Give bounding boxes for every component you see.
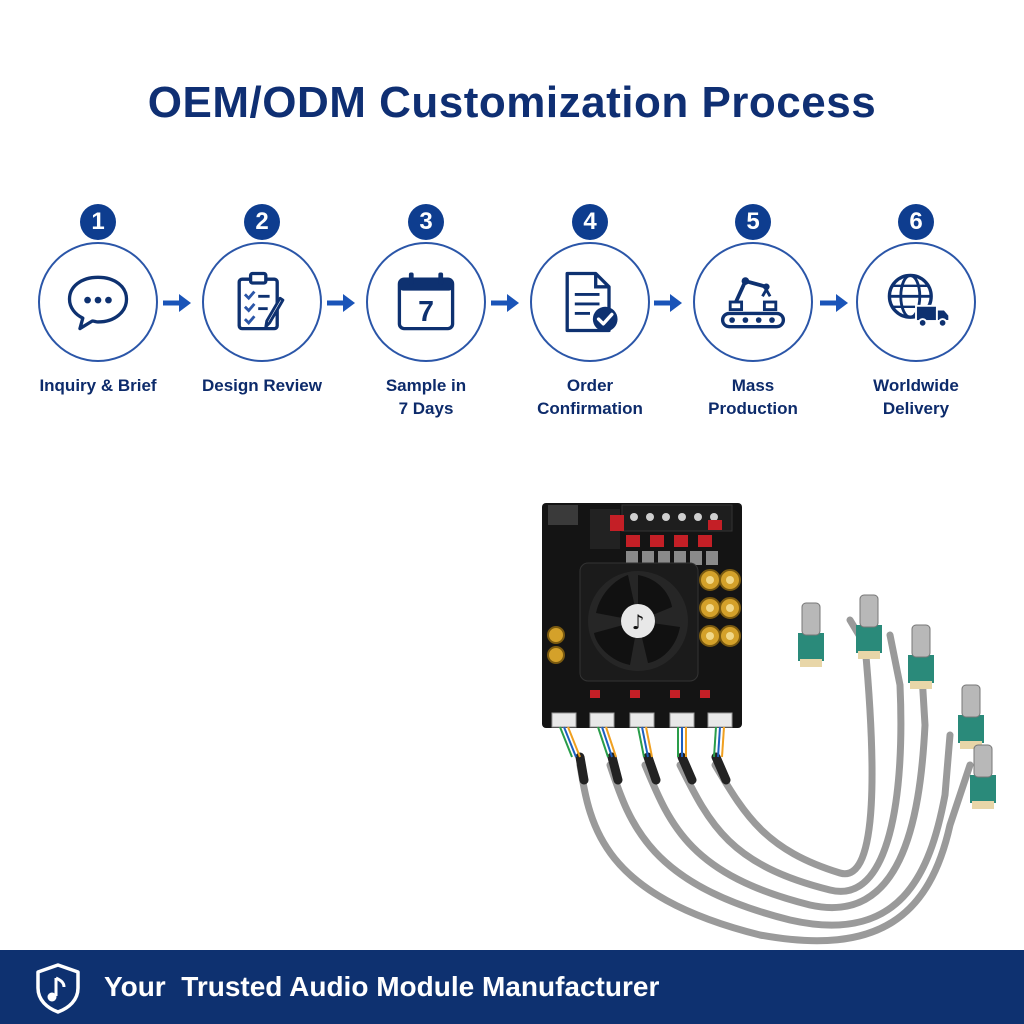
footer-tagline: Your Trusted Audio Module Manufacturer — [104, 971, 660, 1002]
amplifier-board-product-image: ♪ — [542, 503, 996, 945]
step-label-line: Sample in — [385, 376, 467, 395]
calendar-icon: 7 — [397, 272, 455, 331]
calendar-day-number: 7 — [418, 296, 434, 328]
step-label-line: Design Review — [202, 376, 322, 395]
cable-bundle — [576, 616, 974, 945]
page-title: OEM/ODM Customization Process — [147, 78, 877, 127]
robot-arm-conveyor-icon — [720, 277, 786, 329]
svg-text:♪: ♪ — [632, 610, 645, 634]
step-label-line: Worldwide — [873, 376, 959, 395]
step-5: 5 Mass Production — [673, 204, 833, 444]
step-label: Order Confirmation — [500, 374, 680, 420]
step-label: Sample in 7 Days — [336, 374, 516, 420]
step-4: 4 Order Confirmation — [510, 204, 670, 444]
step-icon-circle — [38, 242, 158, 362]
step-label: Inquiry & Brief — [8, 374, 188, 397]
step-number-badge: 4 — [572, 204, 608, 240]
process-steps: 1 Inquiry & Brief 2 — [0, 0, 1024, 440]
potentiometer-group — [798, 594, 996, 809]
checklist-clipboard-icon — [237, 271, 285, 331]
arrow-right-icon — [163, 294, 191, 312]
step-2: 2 Design Review — [182, 204, 342, 444]
arrow-right-icon — [491, 294, 519, 312]
step-label-line: Delivery — [882, 399, 950, 418]
step-icon-circle — [856, 242, 976, 362]
step-1: 1 Inquiry & Brief — [18, 204, 178, 444]
arrow-right-icon — [654, 294, 682, 312]
step-label-line: Order — [566, 376, 614, 395]
step-number-badge: 1 — [80, 204, 116, 240]
globe-truck-icon — [887, 273, 951, 328]
step-label-line: Mass — [731, 376, 775, 395]
step-label: Worldwide Delivery — [826, 374, 1006, 420]
step-3: 3 7 Sample in 7 Days — [346, 204, 506, 444]
shield-music-note-icon — [36, 963, 80, 1014]
step-label-line: Confirmation — [537, 399, 643, 418]
step-label: Mass Production — [663, 374, 843, 420]
step-icon-circle — [202, 242, 322, 362]
arrow-right-icon — [820, 294, 848, 312]
step-number-badge: 2 — [244, 204, 280, 240]
step-icon-circle — [530, 242, 650, 362]
step-number-badge: 5 — [735, 204, 771, 240]
step-label: Design Review — [172, 374, 352, 397]
step-label-line: 7 Days — [398, 399, 454, 418]
step-6: 6 Worldwide Delivery — [836, 204, 996, 444]
arrow-right-icon — [327, 294, 355, 312]
step-label-line: Production — [708, 399, 798, 418]
step-icon-circle — [693, 242, 813, 362]
footer-banner: Your Trusted Audio Module Manufacturer — [0, 950, 1024, 1024]
heat-shrink — [575, 752, 731, 785]
step-label-line: Inquiry & Brief — [39, 376, 157, 395]
step-icon-circle: 7 — [366, 242, 486, 362]
step-number-badge: 6 — [898, 204, 934, 240]
step-number-badge: 3 — [408, 204, 444, 240]
document-check-icon — [565, 271, 618, 333]
chat-bubble-icon — [67, 275, 129, 331]
